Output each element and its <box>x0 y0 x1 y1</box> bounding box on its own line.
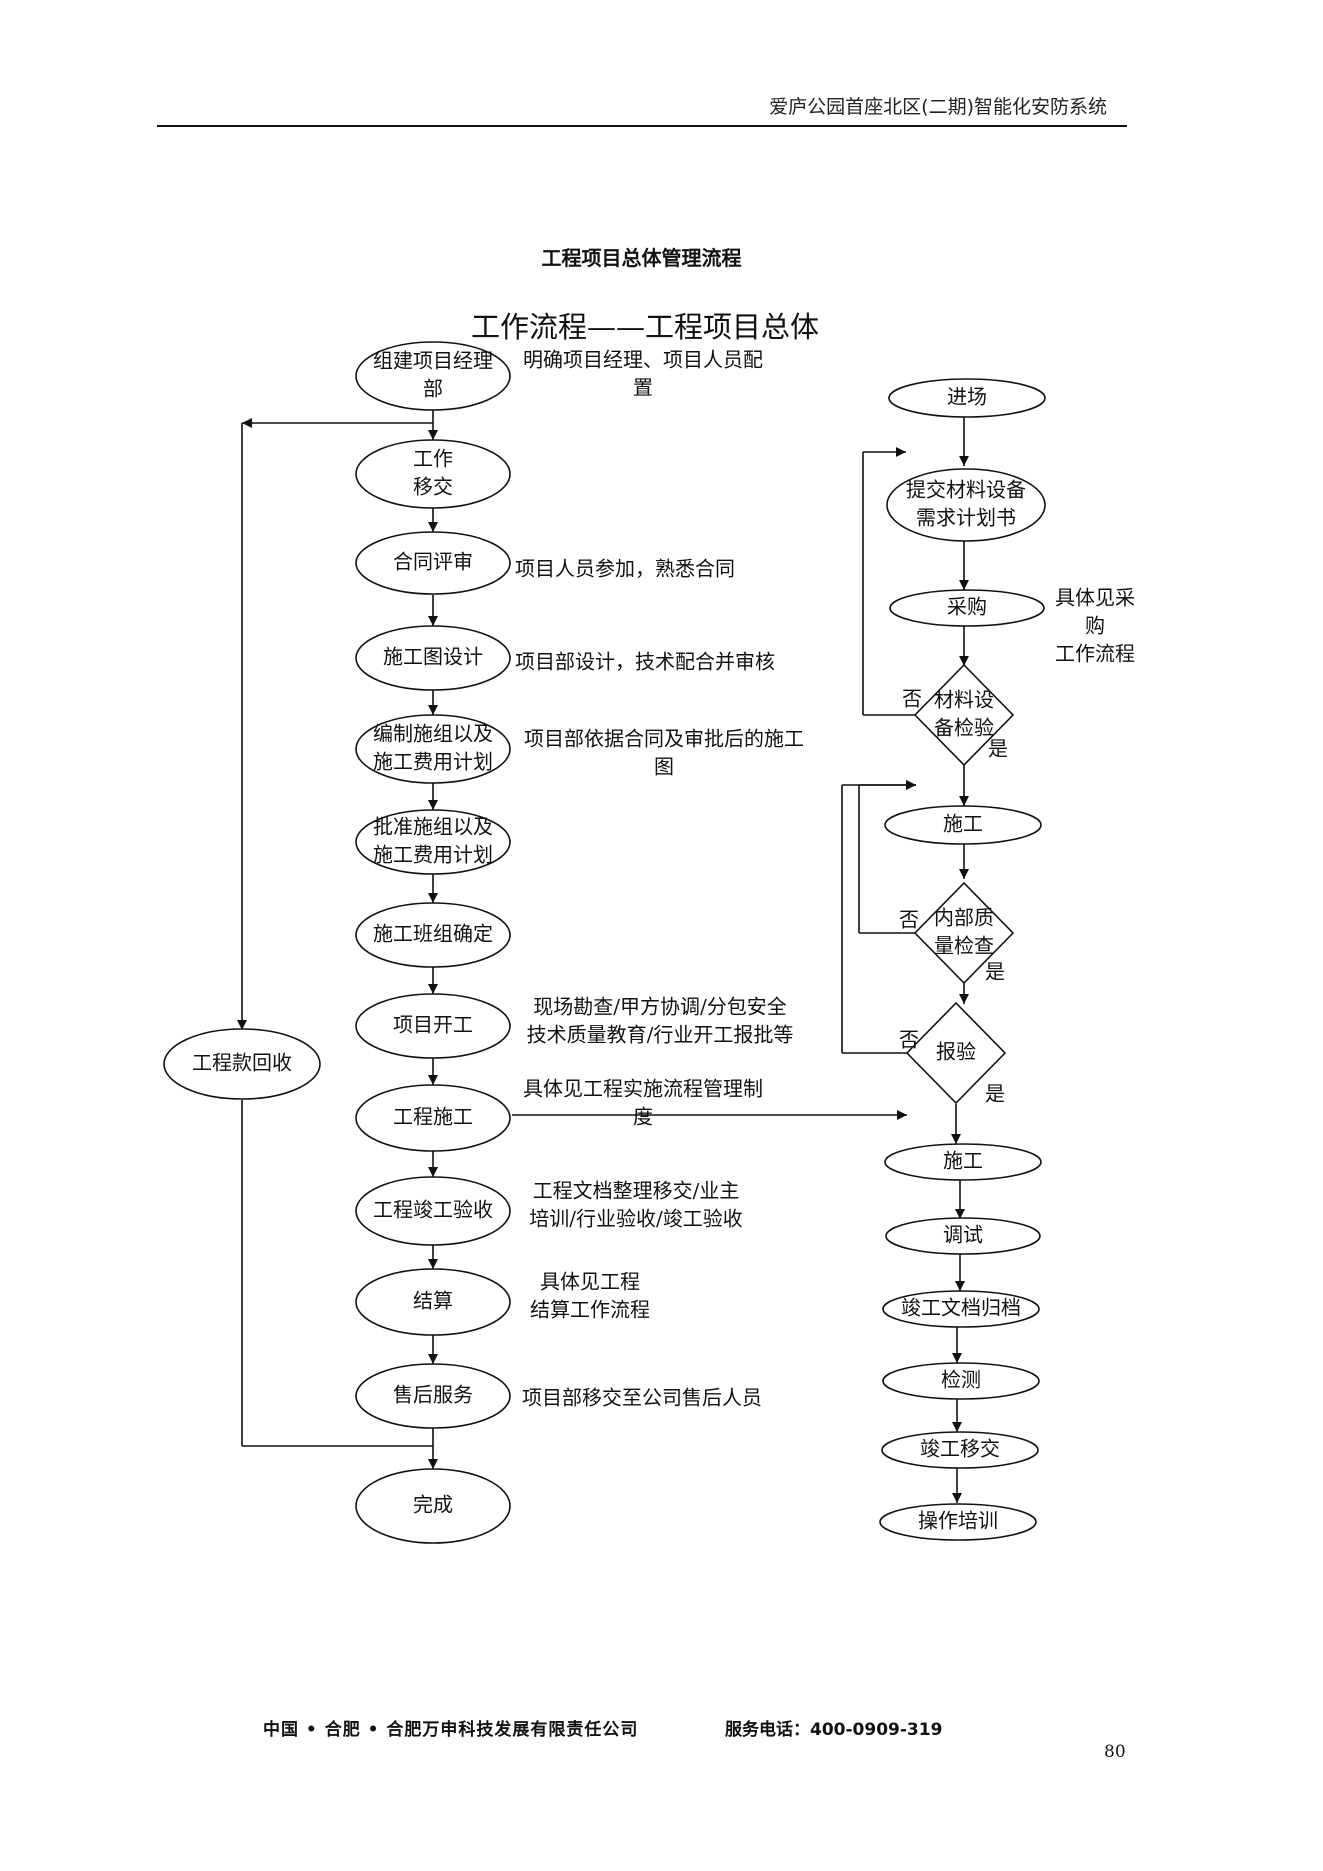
node-completion-acceptance <box>355 1176 511 1246</box>
node-archive <box>882 1290 1040 1328</box>
node-archive-label-line: 竣工文档归档 <box>901 1296 1021 1320</box>
note-project-start-line: 技术质量教育/行业开工报批等 <box>527 1023 794 1047</box>
node-site-entry <box>888 378 1046 418</box>
node-material-inspection-label-line: 材料设 <box>934 688 994 712</box>
diagram-title: 工作流程——工程项目总体 <box>471 310 819 344</box>
note-purchase-line: 工作流程 <box>1055 642 1135 666</box>
node-team-confirm <box>355 902 511 968</box>
node-contract-review-label-line: 合同评审 <box>393 550 473 574</box>
node-project-start <box>355 993 511 1059</box>
footer-phone: 服务电话：400-0909-319 <box>725 1720 943 1740</box>
node-approve-plan <box>355 809 511 875</box>
note-acceptance-line: 工程文档整理移交/业主 <box>533 1179 740 1203</box>
node-prepare-plan <box>355 714 511 784</box>
node-payment-collection <box>163 1028 321 1100</box>
node-construction-drawing-label-line: 施工图设计 <box>383 645 483 669</box>
node-operation-training <box>879 1503 1037 1541</box>
node-work-handover <box>355 439 511 509</box>
node-settlement-label-line: 结算 <box>413 1289 453 1313</box>
node-work-handover-label-line: 移交 <box>413 475 453 499</box>
footer-company: 中国 • 合肥 • 合肥万申科技发展有限责任公司 <box>263 1720 639 1740</box>
node-material-plan-label-line: 提交材料设备 <box>906 478 1026 502</box>
node-construction-drawing <box>355 625 511 691</box>
node-payment-collection-label-line: 工程款回收 <box>192 1051 292 1075</box>
note-purchase-line: 购 <box>1085 614 1105 638</box>
page-header: 爱庐公园首座北区(二期)智能化安防系统 <box>157 92 1127 127</box>
node-material-plan <box>886 468 1046 542</box>
node-purchase <box>889 589 1045 627</box>
node-after-sales <box>355 1363 511 1429</box>
header-doc-name: 爱庐公园首座北区(二期)智能化安防系统 <box>769 96 1107 118</box>
node-testing-label-line: 检测 <box>941 1368 981 1392</box>
note-plan-basis-line: 图 <box>654 755 674 779</box>
node-prepare-plan-label-line: 编制施组以及 <box>373 722 493 746</box>
node-operation-training-label-line: 操作培训 <box>918 1509 998 1533</box>
node-form-project-dept <box>355 341 511 411</box>
node-construction-right-label-line: 施工 <box>943 812 983 836</box>
node-done <box>355 1468 511 1544</box>
node-construction-2-label-line: 施工 <box>943 1149 983 1173</box>
node-debugging-label-line: 调试 <box>943 1223 983 1247</box>
node-material-inspection-label-line: 备检验 <box>934 716 994 740</box>
note-acceptance-line: 培训/行业验收/竣工验收 <box>529 1207 742 1231</box>
note-project-start-line: 现场勘查/甲方协调/分包安全 <box>533 995 786 1019</box>
node-team-confirm-label-line: 施工班组确定 <box>373 922 493 946</box>
note-settlement-line: 结算工作流程 <box>530 1298 650 1322</box>
node-construction-label-line: 工程施工 <box>393 1105 473 1129</box>
node-material-plan-label-line: 需求计划书 <box>916 506 1016 530</box>
page-number: 80 <box>1104 1742 1126 1762</box>
node-purchase-label-line: 采购 <box>947 595 987 619</box>
label-yes-quality: 是 <box>985 960 1005 984</box>
node-inspection-report-label-line: 报验 <box>936 1040 976 1064</box>
note-project-dept-line: 置 <box>633 376 653 400</box>
node-completion-acceptance-label-line: 工程竣工验收 <box>373 1198 493 1222</box>
note-purchase-line: 具体见采 <box>1055 586 1135 610</box>
note-after-sales-line: 项目部移交至公司售后人员 <box>522 1386 762 1410</box>
node-approve-plan-label-line: 施工费用计划 <box>373 843 493 867</box>
note-construction-line: 具体见工程实施流程管理制 <box>523 1077 763 1101</box>
note-drawing-design-line: 项目部设计，技术配合并审核 <box>515 650 775 674</box>
label-no-inspection: 否 <box>899 1028 919 1052</box>
node-form-project-dept-label-line: 部 <box>423 377 443 401</box>
node-construction-right <box>884 805 1042 845</box>
label-no-quality: 否 <box>899 908 919 932</box>
node-after-sales-label-line: 售后服务 <box>393 1383 473 1407</box>
note-settlement-line: 具体见工程 <box>540 1270 640 1294</box>
node-site-entry-label-line: 进场 <box>947 385 987 409</box>
note-contract-review-line: 项目人员参加，熟悉合同 <box>515 557 735 581</box>
node-quality-check-label-line: 内部质 <box>934 906 994 930</box>
node-material-inspection <box>913 663 1015 767</box>
node-work-handover-label-line: 工作 <box>413 447 453 471</box>
node-done-label-line: 完成 <box>413 1493 453 1517</box>
note-construction-line: 度 <box>633 1105 653 1129</box>
node-construction-2 <box>884 1143 1042 1181</box>
node-approve-plan-label-line: 批准施组以及 <box>373 815 493 839</box>
label-no-material: 否 <box>902 687 922 711</box>
node-prepare-plan-label-line: 施工费用计划 <box>373 750 493 774</box>
node-construction <box>355 1084 511 1152</box>
node-inspection-report <box>905 1001 1007 1105</box>
page-title: 工程项目总体管理流程 <box>541 246 742 270</box>
label-yes-inspection: 是 <box>985 1082 1005 1106</box>
node-testing <box>882 1362 1040 1400</box>
label-yes-material: 是 <box>988 737 1008 761</box>
node-debugging <box>885 1217 1041 1255</box>
node-handover <box>881 1431 1039 1469</box>
node-project-start-label-line: 项目开工 <box>393 1013 473 1037</box>
note-plan-basis-line: 项目部依据合同及审批后的施工 <box>524 727 804 751</box>
node-quality-check <box>913 881 1015 985</box>
note-project-dept-line: 明确项目经理、项目人员配 <box>523 348 763 372</box>
node-contract-review <box>355 531 511 595</box>
node-quality-check-label-line: 量检查 <box>934 934 994 958</box>
node-form-project-dept-label-line: 组建项目经理 <box>373 349 493 373</box>
node-handover-label-line: 竣工移交 <box>920 1437 1000 1461</box>
node-settlement <box>355 1268 511 1336</box>
